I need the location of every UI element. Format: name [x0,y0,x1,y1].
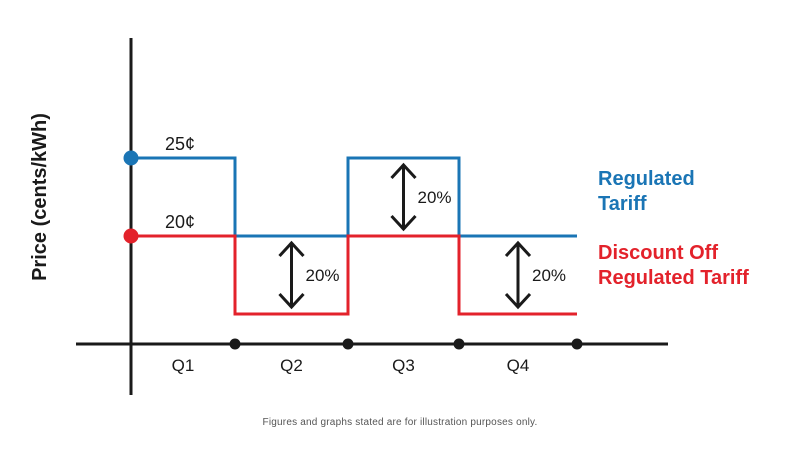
regulated-start-dot [123,150,139,166]
gap-label-q2: 20% [306,266,340,285]
legend-discount-line-1: Discount Off [598,242,718,264]
footnote: Figures and graphs stated are for illust… [262,417,538,428]
x-tick-layer: Q1 Q2 Q3 Q4 [172,338,583,375]
gap-arrow-q3 [390,162,417,232]
x-tick-label: Q2 [280,356,303,375]
gap-label-q3: 20% [418,188,452,207]
legend-regulated-line-1: Regulated [598,168,695,190]
x-axis-marker [342,338,354,350]
y-axis-title: Price (cents/kWh) [29,113,51,281]
x-axis-marker [571,338,583,350]
gap-label-q4: 20% [532,266,566,285]
x-axis-marker [453,338,465,350]
annotation-layer: 20% 20% 20% [278,162,566,310]
series-layer: 25¢ 20¢ [123,134,577,316]
discount-tariff-line [131,234,577,316]
x-tick-label: Q1 [172,356,195,375]
legend-discount-line-2: Regulated Tariff [598,267,749,289]
discount-start-dot [123,228,139,244]
gap-arrow-q4 [504,240,532,310]
x-tick-label: Q4 [507,356,530,375]
legend-regulated-line-2: Tariff [598,193,647,215]
regulated-start-label: 25¢ [165,134,195,154]
regulated-tariff-line [131,156,577,238]
discount-start-label: 20¢ [165,212,195,232]
gap-arrow-q2 [278,240,305,310]
x-tick-label: Q3 [392,356,415,375]
x-axis-marker [229,338,241,350]
